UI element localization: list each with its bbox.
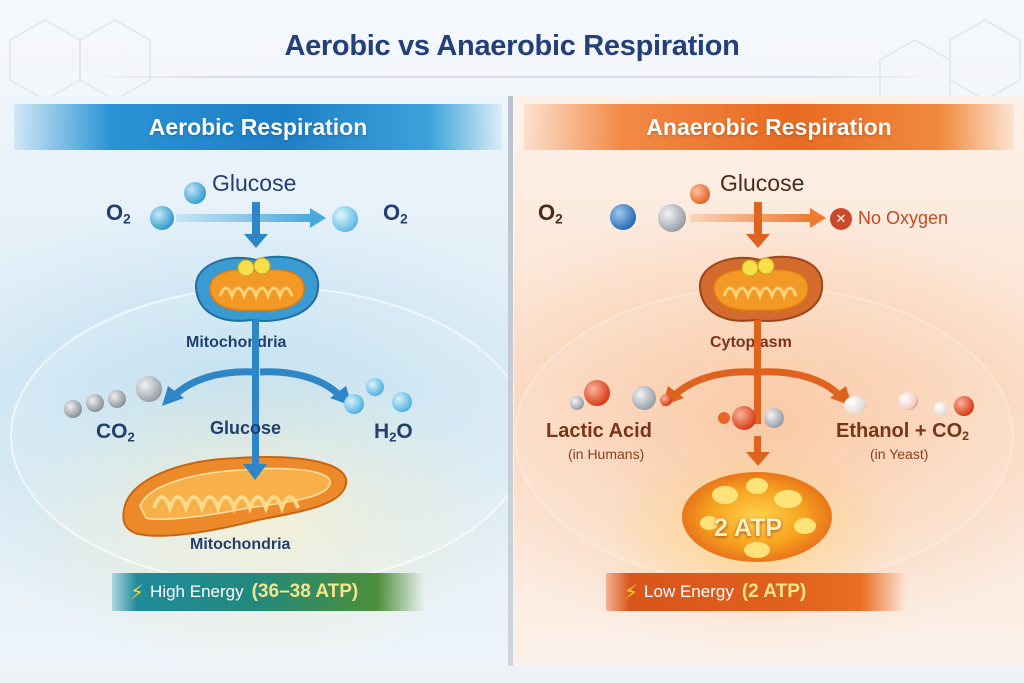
anaerobic-header: Anaerobic Respiration	[524, 104, 1014, 150]
oxygen-in-label: O2	[106, 200, 131, 227]
atp-bubble	[700, 516, 718, 530]
no-oxygen-label: No Oxygen	[858, 208, 949, 228]
co2-label: CO2	[96, 420, 135, 445]
co2-atom	[86, 394, 104, 412]
branch-arrows-icon	[662, 368, 852, 406]
oxygen-in-label: O2	[538, 200, 563, 227]
aerobic-glucose-product-label: Glucose	[210, 418, 282, 438]
arrow-head-icon	[310, 208, 326, 228]
anaerobic-panel: Anaerobic Respiration Glucose O2 ✕ No Ox…	[514, 96, 1024, 666]
mitochondria-label-2: Mitochondria	[190, 536, 291, 553]
lactic-atom	[584, 380, 610, 406]
down-arrow-icon	[754, 202, 762, 236]
cytoplasm-label: Cytoplasm	[710, 334, 792, 351]
atp-bubble	[744, 542, 770, 558]
atp-burst-icon	[682, 472, 832, 562]
anaerobic-energy-bar: ⚡ Low Energy (2 ATP)	[606, 573, 906, 611]
energy-value: (36–38 ATP)	[251, 581, 359, 602]
arrow-head-icon	[243, 464, 267, 480]
energy-label: Low Energy	[644, 582, 734, 601]
cell-membrane	[10, 286, 530, 586]
down-arrow-icon	[252, 320, 259, 440]
x-mark-icon: ✕	[835, 211, 847, 226]
molecule-gray-atom-icon	[658, 204, 686, 232]
arrow-head-icon	[810, 208, 826, 228]
atp-bubble	[746, 478, 768, 494]
aerobic-energy-bar: ⚡ High Energy (36–38 ATP)	[112, 573, 424, 611]
mitochondrion-icon	[194, 255, 320, 322]
lightning-bolt-icon: ⚡	[624, 581, 639, 604]
center-atom	[732, 406, 756, 430]
panel-divider	[508, 96, 513, 666]
center-atom	[764, 408, 784, 428]
atp-bubble	[712, 486, 738, 504]
oxygen-in-molecule-icon	[150, 206, 174, 230]
co2-molecule-icon	[64, 400, 82, 418]
lactic-acid-note: (in Humans)	[568, 446, 645, 462]
ethanol-atom	[898, 392, 918, 410]
aerobic-glucose-label: Glucose	[212, 170, 297, 196]
anaerobic-glucose-label: Glucose	[720, 170, 805, 196]
co2-atom	[136, 376, 162, 402]
oxygen-out-molecule-icon	[332, 206, 358, 232]
glucose-molecule-icon	[184, 182, 206, 204]
down-arrow-icon	[252, 440, 259, 466]
aerobic-panel: Aerobic Respiration Glucose O2 O2 Mitoch…	[0, 96, 530, 666]
down-arrow-icon	[754, 320, 761, 424]
lactic-atom	[660, 394, 672, 406]
lactic-atom	[632, 386, 656, 410]
h2o-molecule-icon	[344, 394, 364, 414]
aerobic-header: Aerobic Respiration	[14, 104, 502, 150]
ethanol-molecule-icon	[844, 396, 866, 414]
h2o-label: H2O	[374, 420, 413, 445]
arrow-head-icon	[244, 234, 268, 248]
ethanol-atom	[954, 396, 974, 416]
arrow-head-icon	[746, 234, 770, 248]
molecule-blue-atom-icon	[610, 204, 636, 230]
mitochondrion-icon	[698, 255, 824, 322]
atp-burst-label: 2 ATP	[714, 514, 783, 542]
lactic-acid-molecule-icon	[570, 396, 584, 410]
flow-arrow-icon	[690, 214, 812, 222]
lightning-bolt-icon: ⚡	[130, 581, 145, 604]
co2-atom	[108, 390, 126, 408]
title-divider	[90, 76, 934, 78]
glucose-molecule-icon	[690, 184, 710, 204]
large-mitochondrion-icon	[122, 456, 348, 537]
no-oxygen-icon: ✕	[830, 208, 852, 230]
center-molecule-icon	[718, 412, 730, 424]
oxygen-out-label: O2	[383, 200, 408, 227]
ethanol-co2-label: Ethanol + CO2	[836, 420, 970, 444]
h2o-atom	[392, 392, 412, 412]
down-arrow-icon	[252, 202, 260, 236]
h2o-atom	[366, 378, 384, 396]
energy-value: (2 ATP)	[741, 581, 807, 602]
ethanol-atom	[934, 402, 948, 416]
oxygen-flow-arrow-icon	[176, 214, 312, 222]
branch-arrows-icon	[162, 368, 352, 406]
mitochondria-label: Mitochondria	[186, 334, 287, 351]
arrow-head-icon	[746, 452, 770, 466]
ethanol-note: (in Yeast)	[870, 446, 929, 462]
atp-bubble	[774, 490, 802, 508]
atp-bubble	[794, 518, 816, 534]
down-arrow-icon	[754, 436, 761, 454]
energy-label: High Energy	[150, 582, 244, 601]
lactic-acid-label: Lactic Acid	[546, 420, 652, 442]
page-title: Aerobic vs Anaerobic Respiration	[284, 30, 740, 62]
